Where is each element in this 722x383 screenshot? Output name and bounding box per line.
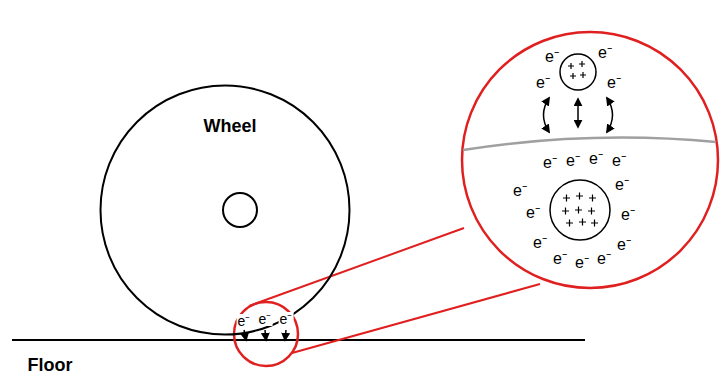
electron-label: e⁻ xyxy=(615,173,629,195)
zoom-circle xyxy=(462,32,718,288)
zoom-leader xyxy=(249,228,464,306)
electron-label: e⁻ xyxy=(258,312,273,326)
zoom-leader xyxy=(292,284,540,353)
wheel-circle: Wheel xyxy=(99,84,351,336)
electron-arrow xyxy=(265,330,266,340)
electron-label: e⁻ xyxy=(617,233,631,255)
attraction-arrow xyxy=(607,98,613,132)
floor-label: Floor xyxy=(28,355,73,376)
atom-nucleus xyxy=(560,54,596,90)
electron-label: e⁻ xyxy=(607,71,621,93)
electron-label: e⁻ xyxy=(566,149,580,171)
electron-label: e⁻ xyxy=(237,314,252,328)
electron-label: e⁻ xyxy=(543,151,557,173)
electron-label: e⁻ xyxy=(589,147,603,169)
electron-label: e⁻ xyxy=(612,149,626,171)
atom-nucleus xyxy=(550,180,610,240)
interface-line xyxy=(463,138,716,151)
electron-label: e⁻ xyxy=(597,247,611,269)
electron-label: e⁻ xyxy=(536,71,550,93)
electron-label: e⁻ xyxy=(545,45,559,67)
node-title: Wheel xyxy=(203,116,256,137)
electron-label: e⁻ xyxy=(575,251,589,273)
electron-arrow xyxy=(285,330,286,340)
electron-label: e⁻ xyxy=(621,203,635,225)
electron-label: e⁻ xyxy=(513,179,527,201)
electron-label: e⁻ xyxy=(526,201,540,223)
electron-label: e⁻ xyxy=(553,247,567,269)
plus-charges xyxy=(562,61,598,227)
electron-label: e⁻ xyxy=(598,41,612,63)
attraction-arrow xyxy=(544,98,550,132)
electron-arrow xyxy=(244,330,246,340)
electron-label: e⁻ xyxy=(279,312,294,326)
attraction-arrow xyxy=(577,99,579,127)
axle xyxy=(223,193,257,227)
electron-label: e⁻ xyxy=(533,231,547,253)
